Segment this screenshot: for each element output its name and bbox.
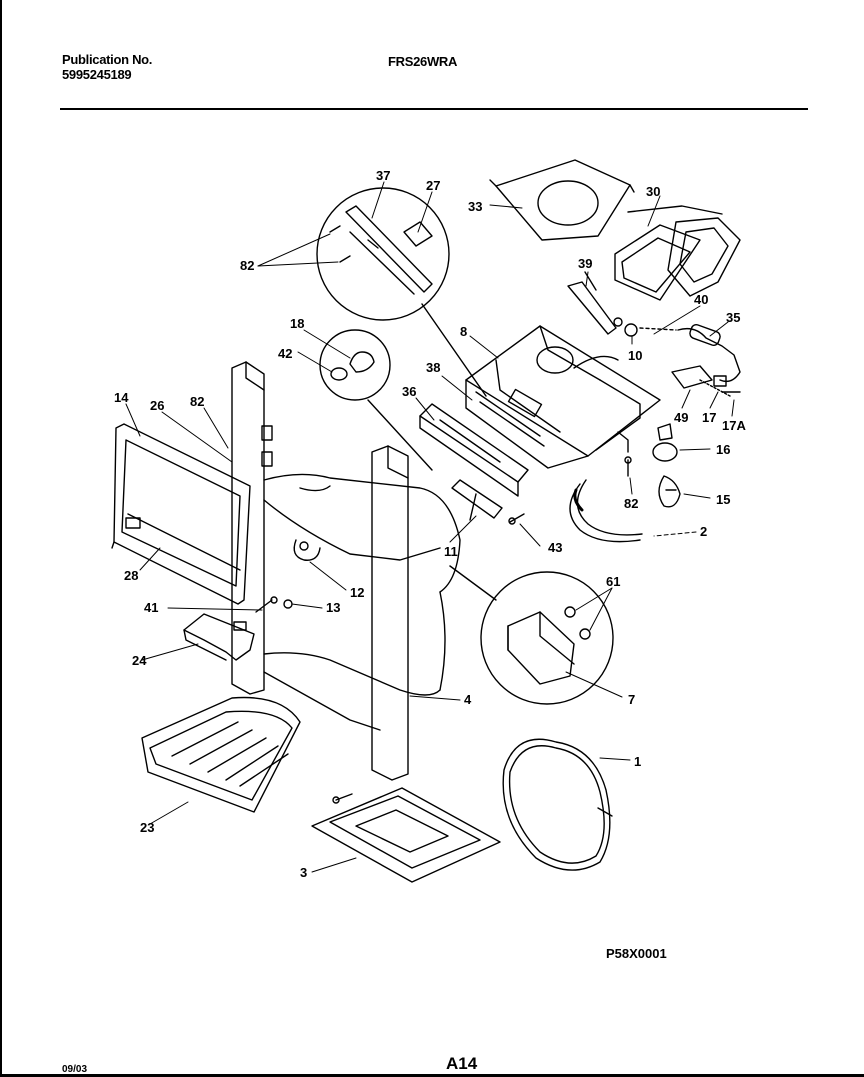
dispenser-housing	[263, 473, 461, 731]
publication-number: 5995245189	[62, 67, 132, 82]
callout-4: 4	[464, 692, 472, 707]
part-33-plate	[489, 159, 635, 241]
callout-14: 14	[114, 390, 129, 405]
callout-7: 7	[628, 692, 635, 707]
detail-circle-37-27	[316, 187, 487, 397]
part-49-switch	[671, 365, 741, 397]
part-15-bulb	[658, 475, 681, 508]
callout-82c: 82	[624, 496, 638, 511]
callout-17: 17	[702, 410, 716, 425]
revision-date: 09/03	[62, 1064, 88, 1075]
callout-17A: 17A	[722, 418, 746, 433]
part-11-bracket	[451, 479, 503, 521]
callout-82: 82	[240, 258, 254, 273]
callout-39: 39	[578, 256, 592, 271]
callout-1: 1	[634, 754, 641, 769]
callout-24: 24	[132, 653, 147, 668]
detail-circle-18-42	[319, 329, 433, 471]
callout-41: 41	[144, 600, 158, 615]
callout-28: 28	[124, 568, 138, 583]
callout-labels: 37 27 33 30 82 39 40 35 18 42 8 10 38 36…	[114, 168, 746, 880]
callout-12: 12	[350, 585, 364, 600]
part-40-35-wiring	[677, 324, 741, 383]
part-43-screw	[508, 513, 525, 525]
callout-49: 49	[674, 410, 688, 425]
part-26-post	[231, 361, 273, 695]
part-36-plate	[419, 403, 529, 497]
callout-8: 8	[460, 324, 467, 339]
callout-13: 13	[326, 600, 340, 615]
callout-27: 27	[426, 178, 440, 193]
part-12-clip	[293, 539, 321, 561]
part-82-screw	[624, 456, 632, 477]
leader-lines	[125, 181, 735, 873]
callout-11: 11	[444, 544, 458, 559]
callout-33: 33	[468, 199, 482, 214]
callout-43: 43	[548, 540, 562, 555]
part-10	[613, 317, 677, 337]
callout-61: 61	[606, 574, 620, 589]
publication-label: Publication No.	[62, 52, 153, 67]
model-number: FRS26WRA	[388, 54, 458, 69]
part-39-arm	[567, 271, 617, 335]
page-number: A14	[446, 1054, 478, 1073]
callout-30: 30	[646, 184, 660, 199]
part-16-knob	[652, 423, 678, 462]
callout-15: 15	[716, 492, 730, 507]
callout-16: 16	[716, 442, 730, 457]
callout-35: 35	[726, 310, 740, 325]
callout-82b: 82	[190, 394, 204, 409]
callout-42: 42	[278, 346, 292, 361]
callout-2: 2	[700, 524, 707, 539]
callout-36: 36	[402, 384, 416, 399]
part-23-tray	[141, 696, 301, 813]
callout-18: 18	[290, 316, 304, 331]
callout-10: 10	[628, 348, 642, 363]
callout-40: 40	[694, 292, 708, 307]
callout-3: 3	[300, 865, 307, 880]
detail-circle-61-7	[449, 565, 614, 705]
diagram-code: P58X0001	[606, 946, 667, 961]
callout-38: 38	[426, 360, 440, 375]
part-24-paddle	[183, 613, 255, 661]
part-1-gasket	[502, 738, 613, 871]
part-3-heater	[311, 787, 501, 883]
part-2-harness	[569, 479, 643, 543]
callout-23: 23	[140, 820, 154, 835]
part-4-rail	[371, 445, 409, 781]
callout-37: 37	[376, 168, 390, 183]
part-30-chute-housing	[614, 217, 741, 301]
part-8-housing	[465, 325, 661, 469]
callout-26: 26	[150, 398, 164, 413]
header-rule	[60, 108, 808, 110]
